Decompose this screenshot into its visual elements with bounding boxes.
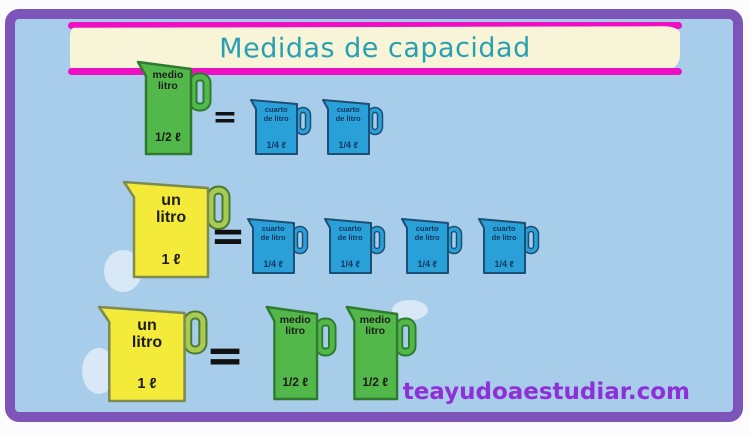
jug-body — [324, 218, 372, 274]
jug-label: cuarto de litro — [326, 106, 371, 122]
jug-graphic — [250, 99, 312, 155]
jug-label: un litro — [107, 317, 188, 352]
jug-handle-inner — [296, 108, 310, 134]
jug-label-line1: un — [137, 316, 157, 334]
jug-un-litro: un litro 1 ℓ — [119, 180, 231, 279]
watermark-site-text: teayudoaestudiar.com — [402, 379, 690, 405]
jug-label-line1: cuarto — [336, 105, 360, 115]
jug-handle-inner — [368, 108, 382, 134]
jug-label-line2: de litro — [414, 232, 440, 242]
jug-handle-inner — [370, 227, 384, 253]
jug-cuarto-litro: cuarto de litro 1/4 ℓ — [399, 218, 463, 275]
jug-body — [401, 218, 449, 274]
jug-label-line1: cuarto — [261, 224, 285, 234]
jug-capacity: 1/2 ℓ — [362, 374, 389, 389]
jug-handle-inner — [208, 187, 229, 228]
jug-cuarto-litro: cuarto de litro 1/4 ℓ — [476, 218, 540, 275]
jug-label-line2: de litro — [337, 232, 363, 242]
equals-sign: = — [212, 100, 238, 135]
banner-line-bottom — [68, 68, 682, 75]
jug-label: cuarto de litro — [405, 225, 450, 241]
jug-label-line2: de litro — [263, 113, 289, 123]
jug-handle-inner — [316, 319, 335, 355]
jug-capacity: 1 ℓ — [161, 252, 181, 269]
jug-graphic — [97, 305, 208, 403]
jug-graphic — [345, 305, 417, 401]
jug-handle-inner — [190, 74, 210, 110]
jug-capacity: 1/2 ℓ — [154, 129, 181, 144]
jug-handle-inner — [396, 319, 415, 355]
jug-graphic — [247, 218, 309, 274]
jug-label: medio litro — [350, 313, 400, 338]
jug-label-line1: cuarto — [415, 224, 439, 234]
jug-capacity: 1/4 ℓ — [417, 258, 437, 269]
banner-line-top — [68, 22, 682, 29]
jug-label-line1: cuarto — [338, 224, 362, 234]
jug-label-line2: litro — [285, 324, 306, 337]
jug-medio-litro: medio litro 1/2 ℓ — [134, 60, 212, 156]
jug-label: un litro — [131, 192, 211, 227]
jug-un-litro: un litro 1 ℓ — [94, 305, 208, 403]
jug-graphic — [265, 305, 337, 401]
equals-sign: = — [205, 328, 245, 382]
jug-handle-inner — [524, 227, 538, 253]
jug-graphic — [324, 218, 386, 274]
jug-capacity: 1/2 ℓ — [282, 374, 309, 389]
jug-label-line2: litro — [365, 324, 386, 337]
jug-graphic — [322, 99, 384, 155]
jug-label-line1: medio — [359, 313, 391, 326]
jug-capacity: 1/4 ℓ — [340, 258, 360, 269]
jug-label-line1: cuarto — [264, 105, 288, 115]
jug-medio-litro: medio litro 1/2 ℓ — [343, 305, 417, 401]
jug-cuarto-litro: cuarto de litro 1/4 ℓ — [322, 218, 386, 275]
jug-graphic — [478, 218, 540, 274]
jug-graphic — [122, 180, 231, 279]
jug-label: medio litro — [270, 313, 320, 338]
jug-label: cuarto de litro — [328, 225, 373, 241]
jug-capacity: 1/4 ℓ — [266, 139, 286, 150]
jug-label-line2: litro — [131, 333, 163, 351]
jug-graphic — [401, 218, 463, 274]
jug-capacity: 1/4 ℓ — [263, 258, 283, 269]
jug-body — [97, 305, 186, 403]
jug-label: medio litro — [142, 68, 194, 93]
jug-cuarto-litro: cuarto de litro 1/4 ℓ — [320, 99, 384, 156]
jug-handle-inner — [185, 312, 206, 353]
jug-handle-inner — [447, 227, 461, 253]
jug-label-line2: de litro — [491, 232, 517, 242]
page-title: Medidas de capacidad — [219, 32, 531, 65]
jug-handle-inner — [293, 227, 307, 253]
highlight-blob — [392, 300, 428, 320]
jug-body — [478, 218, 526, 274]
jug-label-line2: de litro — [260, 232, 286, 242]
jug-label-line2: litro — [155, 209, 187, 227]
jug-label-line2: de litro — [335, 113, 361, 123]
jug-capacity: 1/4 ℓ — [338, 139, 358, 150]
jug-label-line1: medio — [279, 313, 311, 326]
equals-sign: = — [210, 211, 246, 260]
jug-body — [122, 180, 210, 279]
jug-body — [265, 305, 319, 401]
jug-label: cuarto de litro — [482, 225, 527, 241]
jug-label-line2: litro — [158, 79, 178, 92]
jug-graphic — [136, 60, 212, 156]
jug-cuarto-litro: cuarto de litro 1/4 ℓ — [245, 218, 309, 275]
jug-body — [247, 218, 295, 274]
jug-label: cuarto de litro — [251, 225, 296, 241]
jug-cuarto-litro: cuarto de litro 1/4 ℓ — [248, 99, 312, 156]
jug-capacity: 1/4 ℓ — [494, 258, 514, 269]
jug-label-line1: medio — [152, 68, 184, 81]
jug-capacity: 1 ℓ — [137, 376, 157, 393]
jug-body — [250, 99, 298, 155]
jug-medio-litro: medio litro 1/2 ℓ — [263, 305, 337, 401]
jug-body — [345, 305, 399, 401]
jug-label-line1: un — [161, 191, 181, 209]
jug-body — [322, 99, 370, 155]
jug-label-line1: cuarto — [492, 224, 516, 234]
jug-label: cuarto de litro — [254, 106, 299, 122]
jug-body — [136, 60, 193, 156]
